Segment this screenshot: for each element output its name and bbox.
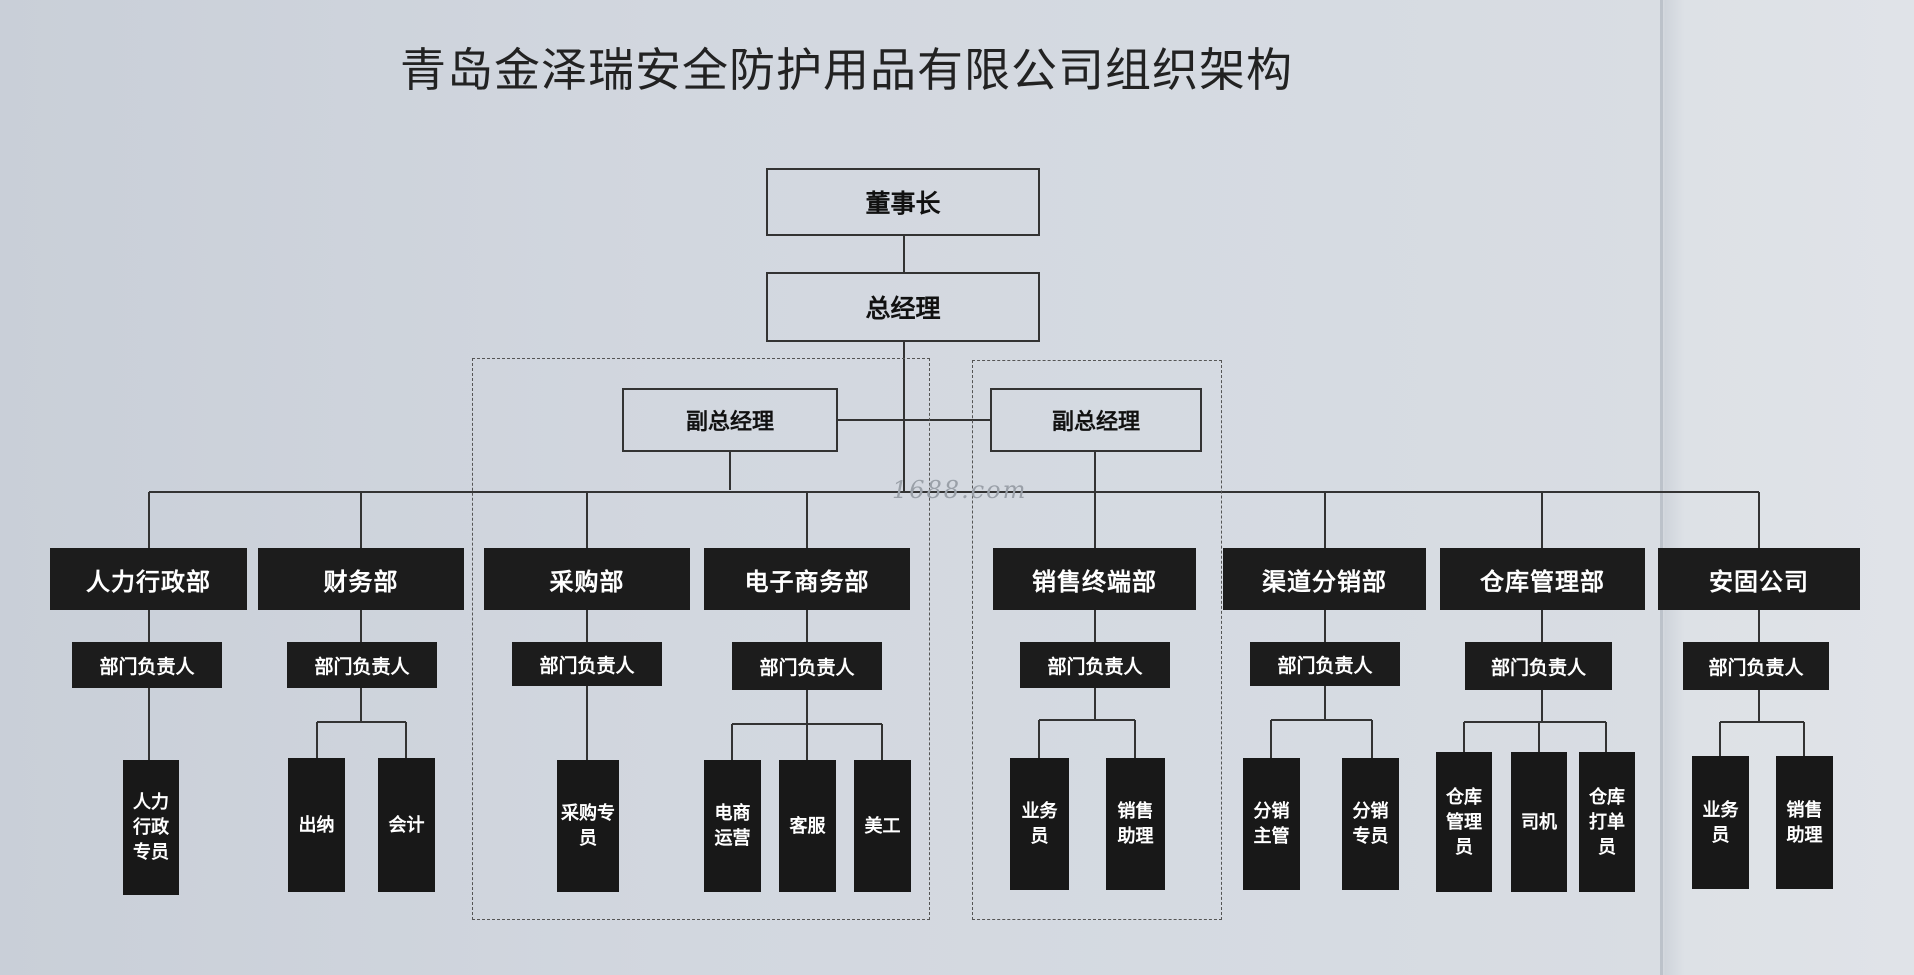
dept-angu-company: 安固公司 [1658, 548, 1860, 610]
vice-gm-right-box: 副总经理 [990, 388, 1202, 452]
staff-distribution-specialist: 分销专员 [1342, 758, 1399, 890]
staff-warehouse-order-clerk: 仓库打单员 [1579, 752, 1635, 892]
staff-purchasing-specialist: 采购专员 [557, 760, 619, 892]
staff-cashier: 出纳 [288, 758, 345, 892]
dept-head-angu-company: 部门负责人 [1683, 642, 1829, 690]
dept-head-channel-distribution: 部门负责人 [1250, 642, 1400, 686]
dept-channel-distribution: 渠道分销部 [1223, 548, 1426, 610]
staff-sales-rep: 业务员 [1010, 758, 1069, 890]
staff-angu-sales-rep: 业务员 [1692, 756, 1749, 889]
page-title: 青岛金泽瑞安全防护用品有限公司组织架构 [400, 43, 1293, 97]
dept-head-ecommerce: 部门负责人 [732, 642, 882, 690]
watermark-text: 1688.com [892, 476, 1028, 504]
dept-ecommerce: 电子商务部 [704, 548, 910, 610]
vice-gm-right-group-frame [972, 360, 1222, 920]
staff-customer-service: 客服 [779, 760, 836, 892]
dept-head-finance: 部门负责人 [287, 642, 437, 688]
staff-angu-sales-assistant: 销售助理 [1776, 756, 1833, 889]
page-fold [1660, 0, 1663, 975]
dept-head-hr-admin: 部门负责人 [72, 642, 222, 688]
dept-warehouse: 仓库管理部 [1440, 548, 1645, 610]
dept-head-warehouse: 部门负责人 [1465, 642, 1612, 690]
dept-sales-terminal: 销售终端部 [993, 548, 1196, 610]
dept-finance: 财务部 [258, 548, 464, 610]
staff-accountant: 会计 [378, 758, 435, 892]
staff-sales-assistant: 销售助理 [1106, 758, 1165, 890]
vice-gm-left-group-frame [472, 358, 930, 920]
dept-head-purchasing: 部门负责人 [512, 642, 662, 686]
staff-hr-admin-specialist: 人力行政专员 [123, 760, 179, 895]
staff-ecommerce-operation: 电商运营 [704, 760, 761, 892]
dept-head-sales-terminal: 部门负责人 [1020, 642, 1170, 688]
chairman-box: 董事长 [766, 168, 1040, 236]
staff-designer: 美工 [854, 760, 911, 892]
staff-driver: 司机 [1511, 752, 1567, 892]
staff-warehouse-keeper: 仓库管理员 [1436, 752, 1492, 892]
staff-distribution-supervisor: 分销主管 [1243, 758, 1300, 890]
dept-hr-admin: 人力行政部 [50, 548, 247, 610]
general-manager-box: 总经理 [766, 272, 1040, 342]
vice-gm-left-box: 副总经理 [622, 388, 838, 452]
dept-purchasing: 采购部 [484, 548, 690, 610]
